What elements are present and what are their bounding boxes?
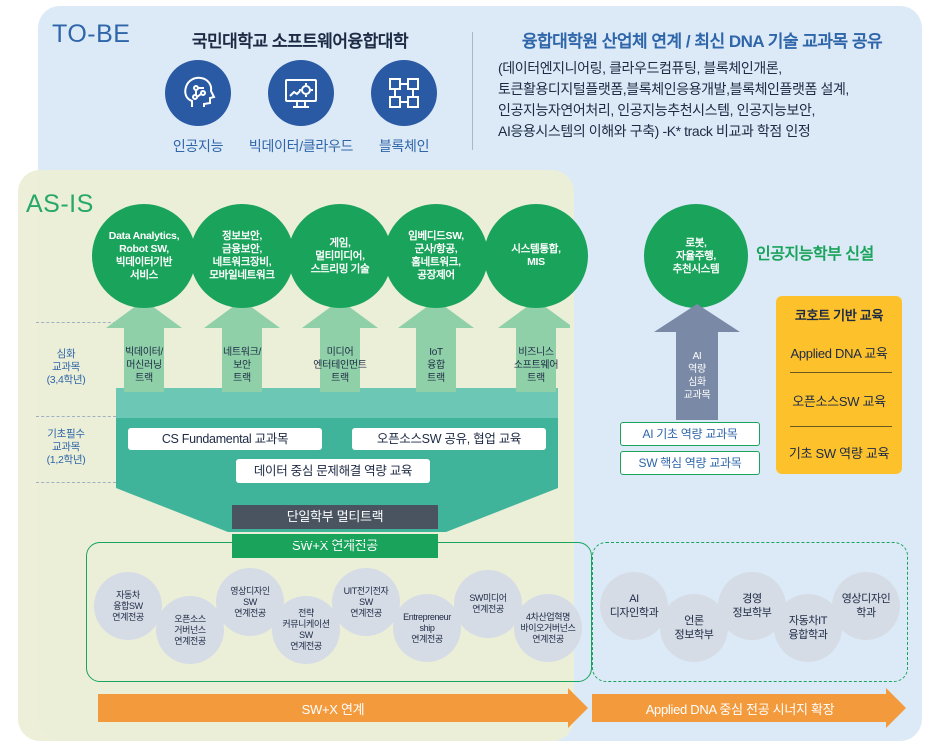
ai-deep-arrow-label: AI 역량 심화 교과목 — [683, 351, 711, 401]
linked-major-circle: 오픈소스 거버넌스 연계전공 — [156, 596, 224, 664]
sw-core-box: SW 핵심 역량 교과목 — [620, 451, 760, 475]
linked-major-circle: 전략 커뮤니케이션 SW 연계전공 — [272, 596, 340, 664]
cohort-box — [776, 296, 902, 474]
outcome-circle: 임베디드SW, 군사/항공, 홈네트워크, 공장제어 — [384, 204, 488, 308]
cohort-item: Applied DNA 교육 — [790, 346, 888, 361]
ai-basic-box: AI 기초 역량 교과목 — [620, 422, 760, 446]
linked-major-circle: Entrepreneur ship 연계전공 — [393, 594, 461, 662]
synergy-depts-container — [592, 542, 908, 682]
level-divider — [36, 482, 116, 483]
linked-major-label: 오픈소스 거버넌스 연계전공 — [174, 613, 206, 646]
swx-link-label: SW+X 연계 — [301, 702, 365, 717]
linked-majors-container — [86, 542, 592, 682]
linked-major-circle: 4차산업혁명 바이오거버넌스 연계전공 — [514, 594, 582, 662]
track-label: 미디어 엔터테인먼트 트랙 — [313, 347, 367, 384]
level-divider — [36, 416, 116, 417]
linked-major-label: 전략 커뮤니케이션 SW 연계전공 — [282, 608, 330, 651]
ai-outcome-label: 로봇, 자율주행, 추천시스템 — [672, 236, 720, 275]
outcome-circle: Data Analytics, Robot SW, 빅데이터기반 서비스 — [92, 204, 196, 308]
university-title: 국민대학교 소프트웨어융합대학 — [191, 32, 409, 51]
cohort-divider — [790, 372, 892, 373]
track-arrow: 네트워크/ 보안 트랙 — [202, 346, 282, 386]
cohort-item: 기초 SW 역량 교육 — [788, 446, 890, 461]
linked-major-label: SW미디어 연계전공 — [469, 593, 507, 614]
linked-major-label: Entrepreneur ship 연계전공 — [403, 611, 451, 644]
outcome-circle: 시스템통합, MIS — [484, 204, 588, 308]
grad-desc-line: AI응용시스템의 이해와 구축) -K* track 비교과 학점 인정 — [498, 123, 811, 139]
ai-deep-arrow — [654, 304, 740, 420]
linked-major-label: 영상디자인 SW 연계전공 — [230, 585, 270, 618]
platform-top — [116, 388, 558, 418]
ai-outcome-circle: 로봇, 자율주행, 추천시스템 — [644, 204, 748, 308]
synergy-dept-circle: 자동차IT 융합학과 — [774, 594, 842, 662]
synergy-dept-circle: 언론 정보학부 — [660, 594, 728, 662]
track-arrow: IoT 융합 트랙 — [396, 346, 476, 386]
cohort-divider — [790, 426, 892, 427]
single-multitrack-bar: 단일학부 멀티트랙 — [232, 505, 438, 529]
synergy-dept-label: 경영 정보학부 — [732, 593, 772, 619]
outcome-label: Data Analytics, Robot SW, 빅데이터기반 서비스 — [108, 230, 180, 281]
level-advanced-label: 심화 교과목 (3,4학년) — [46, 348, 86, 386]
icon-label-bigdata: 빅데이터/클라우드 — [248, 138, 354, 154]
outcome-circle: 정보보안, 금융보안, 네트워크장비, 모바일네트워크 — [190, 204, 294, 308]
cohort-item: 오픈소스SW 교육 — [792, 394, 886, 409]
level-basic-label: 기초필수 교과목 (1,2학년) — [46, 428, 86, 466]
linked-major-label: 자동차 융합SW 연계전공 — [112, 589, 144, 622]
cohort-title: 코호트 기반 교육 — [794, 308, 884, 323]
track-label: 네트워크/ 보안 트랙 — [222, 347, 262, 384]
header-divider — [472, 32, 473, 150]
synergy-dept-label: 언론 정보학부 — [674, 615, 714, 641]
synergy-dept-label: 자동차IT 융합학과 — [788, 615, 828, 641]
ai-head-icon — [165, 60, 231, 126]
track-label: 비즈니스 소프트웨어 트랙 — [513, 347, 559, 384]
bottom-arrows — [98, 688, 906, 728]
asis-label: AS-IS — [26, 190, 94, 218]
data-problem-box: 데이터 중심 문제해결 역량 교육 — [236, 459, 430, 483]
applied-dna-label: Applied DNA 중심 전공 시너지 확장 — [645, 702, 835, 717]
monitor-gear-icon — [268, 60, 334, 126]
linked-major-label: 4차산업혁명 바이오거버넌스 연계전공 — [520, 611, 576, 644]
grad-school-title: 융합대학원 산업체 연계 / 최신 DNA 기술 교과목 공유 — [521, 32, 883, 51]
track-arrow: 빅데이터/ 머신러닝 트랙 — [104, 346, 184, 386]
blockchain-cubes-icon — [371, 60, 437, 126]
swx-major-bar: SW+X 연계전공 — [232, 534, 438, 558]
track-label: IoT 융합 트랙 — [427, 347, 445, 384]
ai-deep-arrow-box: AI 역량 심화 교과목 — [654, 350, 740, 406]
track-label: 빅데이터/ 머신러닝 트랙 — [124, 347, 164, 384]
linked-major-circle: UIT전기전자 SW 연계전공 — [332, 568, 400, 636]
outcome-label: 게임, 멀티미디어, 스트리밍 기술 — [310, 236, 370, 275]
grad-desc-line: 인공지능자연어처리, 인공지능추천시스템, 인공지능보안, — [498, 102, 815, 118]
opensource-share-box: 오픈소스SW 공유, 협업 교육 — [352, 428, 546, 450]
outcome-label: 정보보안, 금융보안, 네트워크장비, 모바일네트워크 — [209, 230, 275, 281]
ai-school-title: 인공지능학부 신설 — [756, 246, 874, 263]
synergy-dept-circle: AI 디자인학과 — [600, 572, 668, 640]
grad-desc-line: (데이터엔지니어링, 클라우드컴퓨팅, 블록체인개론, — [498, 60, 782, 76]
track-arrow: 미디어 엔터테인먼트 트랙 — [300, 346, 380, 386]
track-arrows — [106, 300, 570, 392]
icon-label-ai: 인공지능 — [172, 138, 224, 154]
linked-major-circle: SW미디어 연계전공 — [454, 570, 522, 638]
linked-major-circle: 자동차 융합SW 연계전공 — [94, 572, 162, 640]
outcome-label: 시스템통합, MIS — [511, 243, 561, 268]
outcome-label: 임베디드SW, 군사/항공, 홈네트워크, 공장제어 — [408, 230, 464, 281]
icon-label-blockchain: 블록체인 — [378, 138, 430, 154]
tobe-label: TO-BE — [52, 20, 131, 48]
grad-desc-line: 토큰활용디지털플랫폼,블록체인응용개발,블록체인플랫폼 설계, — [498, 81, 849, 97]
linked-major-label: UIT전기전자 SW 연계전공 — [343, 585, 389, 618]
cs-fundamental-box: CS Fundamental 교과목 — [128, 428, 322, 450]
grad-school-description: (데이터엔지니어링, 클라우드컴퓨팅, 블록체인개론, 토큰활용디지털플랫폼,블… — [498, 58, 908, 142]
synergy-dept-label: AI 디자인학과 — [609, 593, 659, 619]
outcome-circle: 게임, 멀티미디어, 스트리밍 기술 — [288, 204, 392, 308]
level-divider — [36, 322, 116, 323]
synergy-dept-label: 영상디자인 학과 — [841, 593, 891, 619]
track-arrow: 비즈니스 소프트웨어 트랙 — [496, 346, 576, 386]
synergy-dept-circle: 영상디자인 학과 — [832, 572, 900, 640]
